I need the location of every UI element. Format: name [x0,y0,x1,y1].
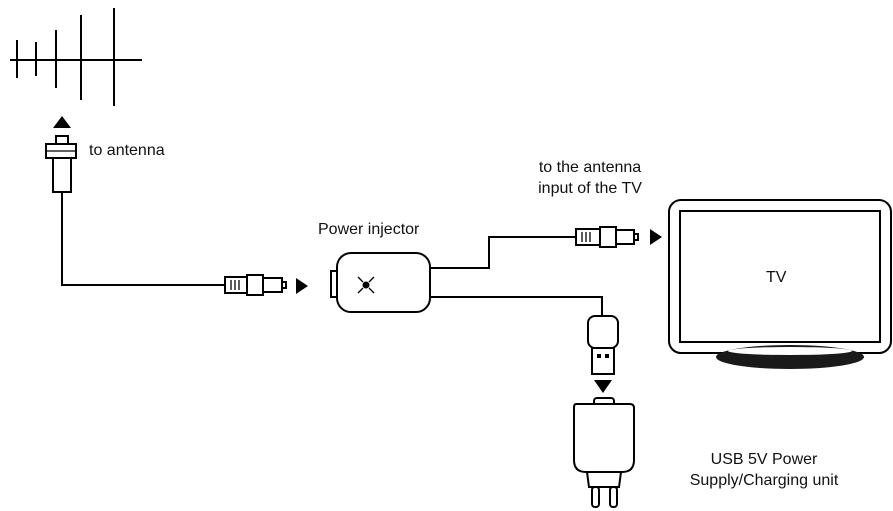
tv-input-label-line2: input of the TV [538,180,642,197]
tv-input-label: to the antenna input of the TV [515,157,665,199]
coax-plug-icon [224,274,287,296]
tv-icon [668,199,892,369]
up-arrow-icon [53,116,71,128]
right-arrow-icon [296,278,308,294]
led-icon [357,276,375,294]
psu-label-line2: Supply/Charging unit [689,472,839,489]
usb-plug-icon [587,315,619,375]
power-injector-icon [330,252,431,313]
power-supply-icon [573,397,635,508]
psu-label-line1: USB 5V Power [710,451,818,468]
tv-label: TV [766,269,787,286]
f-connector-icon [45,135,77,196]
down-arrow-icon [594,380,612,393]
coax-cable [61,196,225,286]
right-arrow-icon [650,229,662,245]
tv-input-label-line1: to the antenna [538,159,642,176]
to-antenna-label: to antenna [89,142,165,159]
antenna-icon [10,8,142,106]
power-injector-label: Power injector [318,221,420,238]
usb-cable [430,296,603,318]
tv-coax-plug-icon [575,226,639,248]
tv-cable [430,236,576,269]
psu-label: USB 5V Power Supply/Charging unit [664,449,864,491]
